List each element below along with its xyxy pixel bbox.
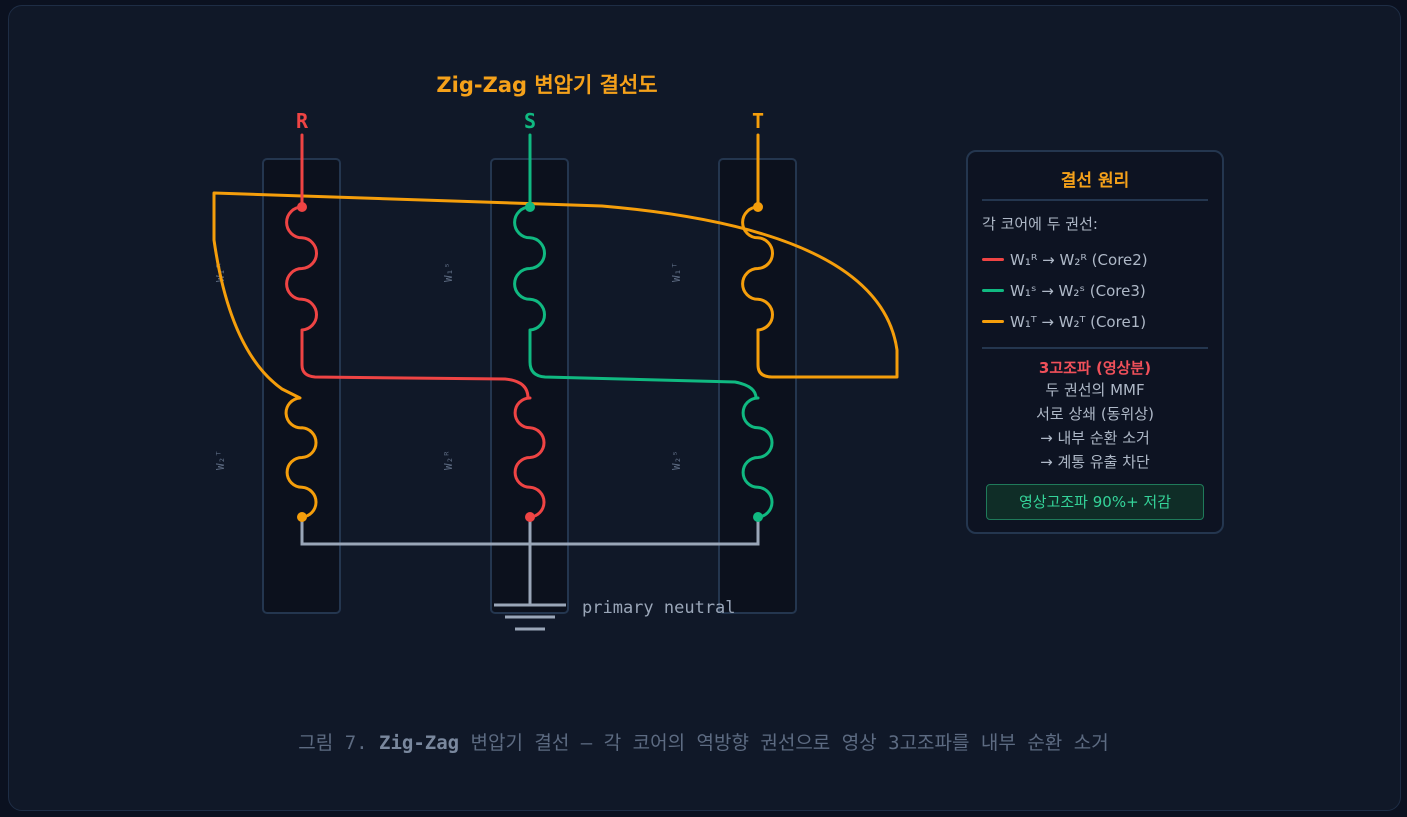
legend-line: → 내부 순환 소거 [1040,429,1150,447]
legend-row-r: W₁ᴿ → W₂ᴿ (Core2) [982,244,1208,275]
legend-line: 서로 상쇄 (동위상) [1036,405,1154,423]
figure-caption: 그림 7. Zig-Zag 변압기 결선 — 각 코어의 역방향 권선으로 영상… [0,728,1407,755]
terminal-dot-t-top [753,202,763,212]
winding-label-core3-lower: W₂ˢ [670,450,683,470]
phase-label-r: R [296,109,309,133]
phase-label-s: S [524,109,536,133]
legend-title: 결선 원리 [982,166,1208,201]
legend-line: 두 권선의 MMF [1045,381,1145,399]
neutral-label: primary neutral [582,598,736,618]
caption-text: 변압기 결선 — 각 코어의 역방향 권선으로 영상 3고조파를 내부 순환 소… [459,732,1109,754]
legend-row-text: W₁ᵀ → W₂ᵀ (Core1) [1010,312,1147,331]
legend-line: → 계통 유출 차단 [1040,453,1150,471]
phase-r-conductor [285,133,546,519]
caption-strong: Zig-Zag [379,732,460,754]
terminal-dot-r-top [297,202,307,212]
legend-row-text: W₁ᴿ → W₂ᴿ (Core2) [1010,250,1148,269]
legend-panel: 결선 원리 각 코어에 두 권선: W₁ᴿ → W₂ᴿ (Core2) W₁ˢ … [966,150,1224,534]
legend-row-text: W₁ˢ → W₂ˢ (Core3) [1010,281,1146,300]
legend-swatch-t [982,320,1004,323]
terminal-dot-core1-bottom [297,512,307,522]
phase-t-conductor [212,133,899,519]
winding-label-core2-lower: W₂ᴿ [442,450,455,470]
phase-s-conductor [513,133,774,519]
caption-prefix: 그림 7. [298,732,380,754]
legend-divider [982,347,1208,349]
terminal-dot-s-top [525,202,535,212]
legend-harmonic-title: 3고조파 (영상분) [1038,359,1152,377]
phase-label-t: T [752,109,764,133]
terminal-dot-core2-bottom [525,512,535,522]
terminal-dot-core3-bottom [753,512,763,522]
legend-swatch-s [982,289,1004,292]
diagram-title: Zig-Zag 변압기 결선도 [436,73,657,97]
legend-swatch-r [982,258,1004,261]
winding-label-core3-upper: W₁ᵀ [670,262,683,282]
legend-intro: 각 코어에 두 권선: [982,215,1098,233]
legend-row-t: W₁ᵀ → W₂ᵀ (Core1) [982,306,1208,337]
reduction-badge: 영상고조파 90%+ 저감 [986,484,1204,520]
winding-label-core2-upper: W₁ˢ [442,262,455,282]
winding-label-core1-lower: W₂ᵀ [214,450,227,470]
legend-row-s: W₁ˢ → W₂ˢ (Core3) [982,275,1208,306]
